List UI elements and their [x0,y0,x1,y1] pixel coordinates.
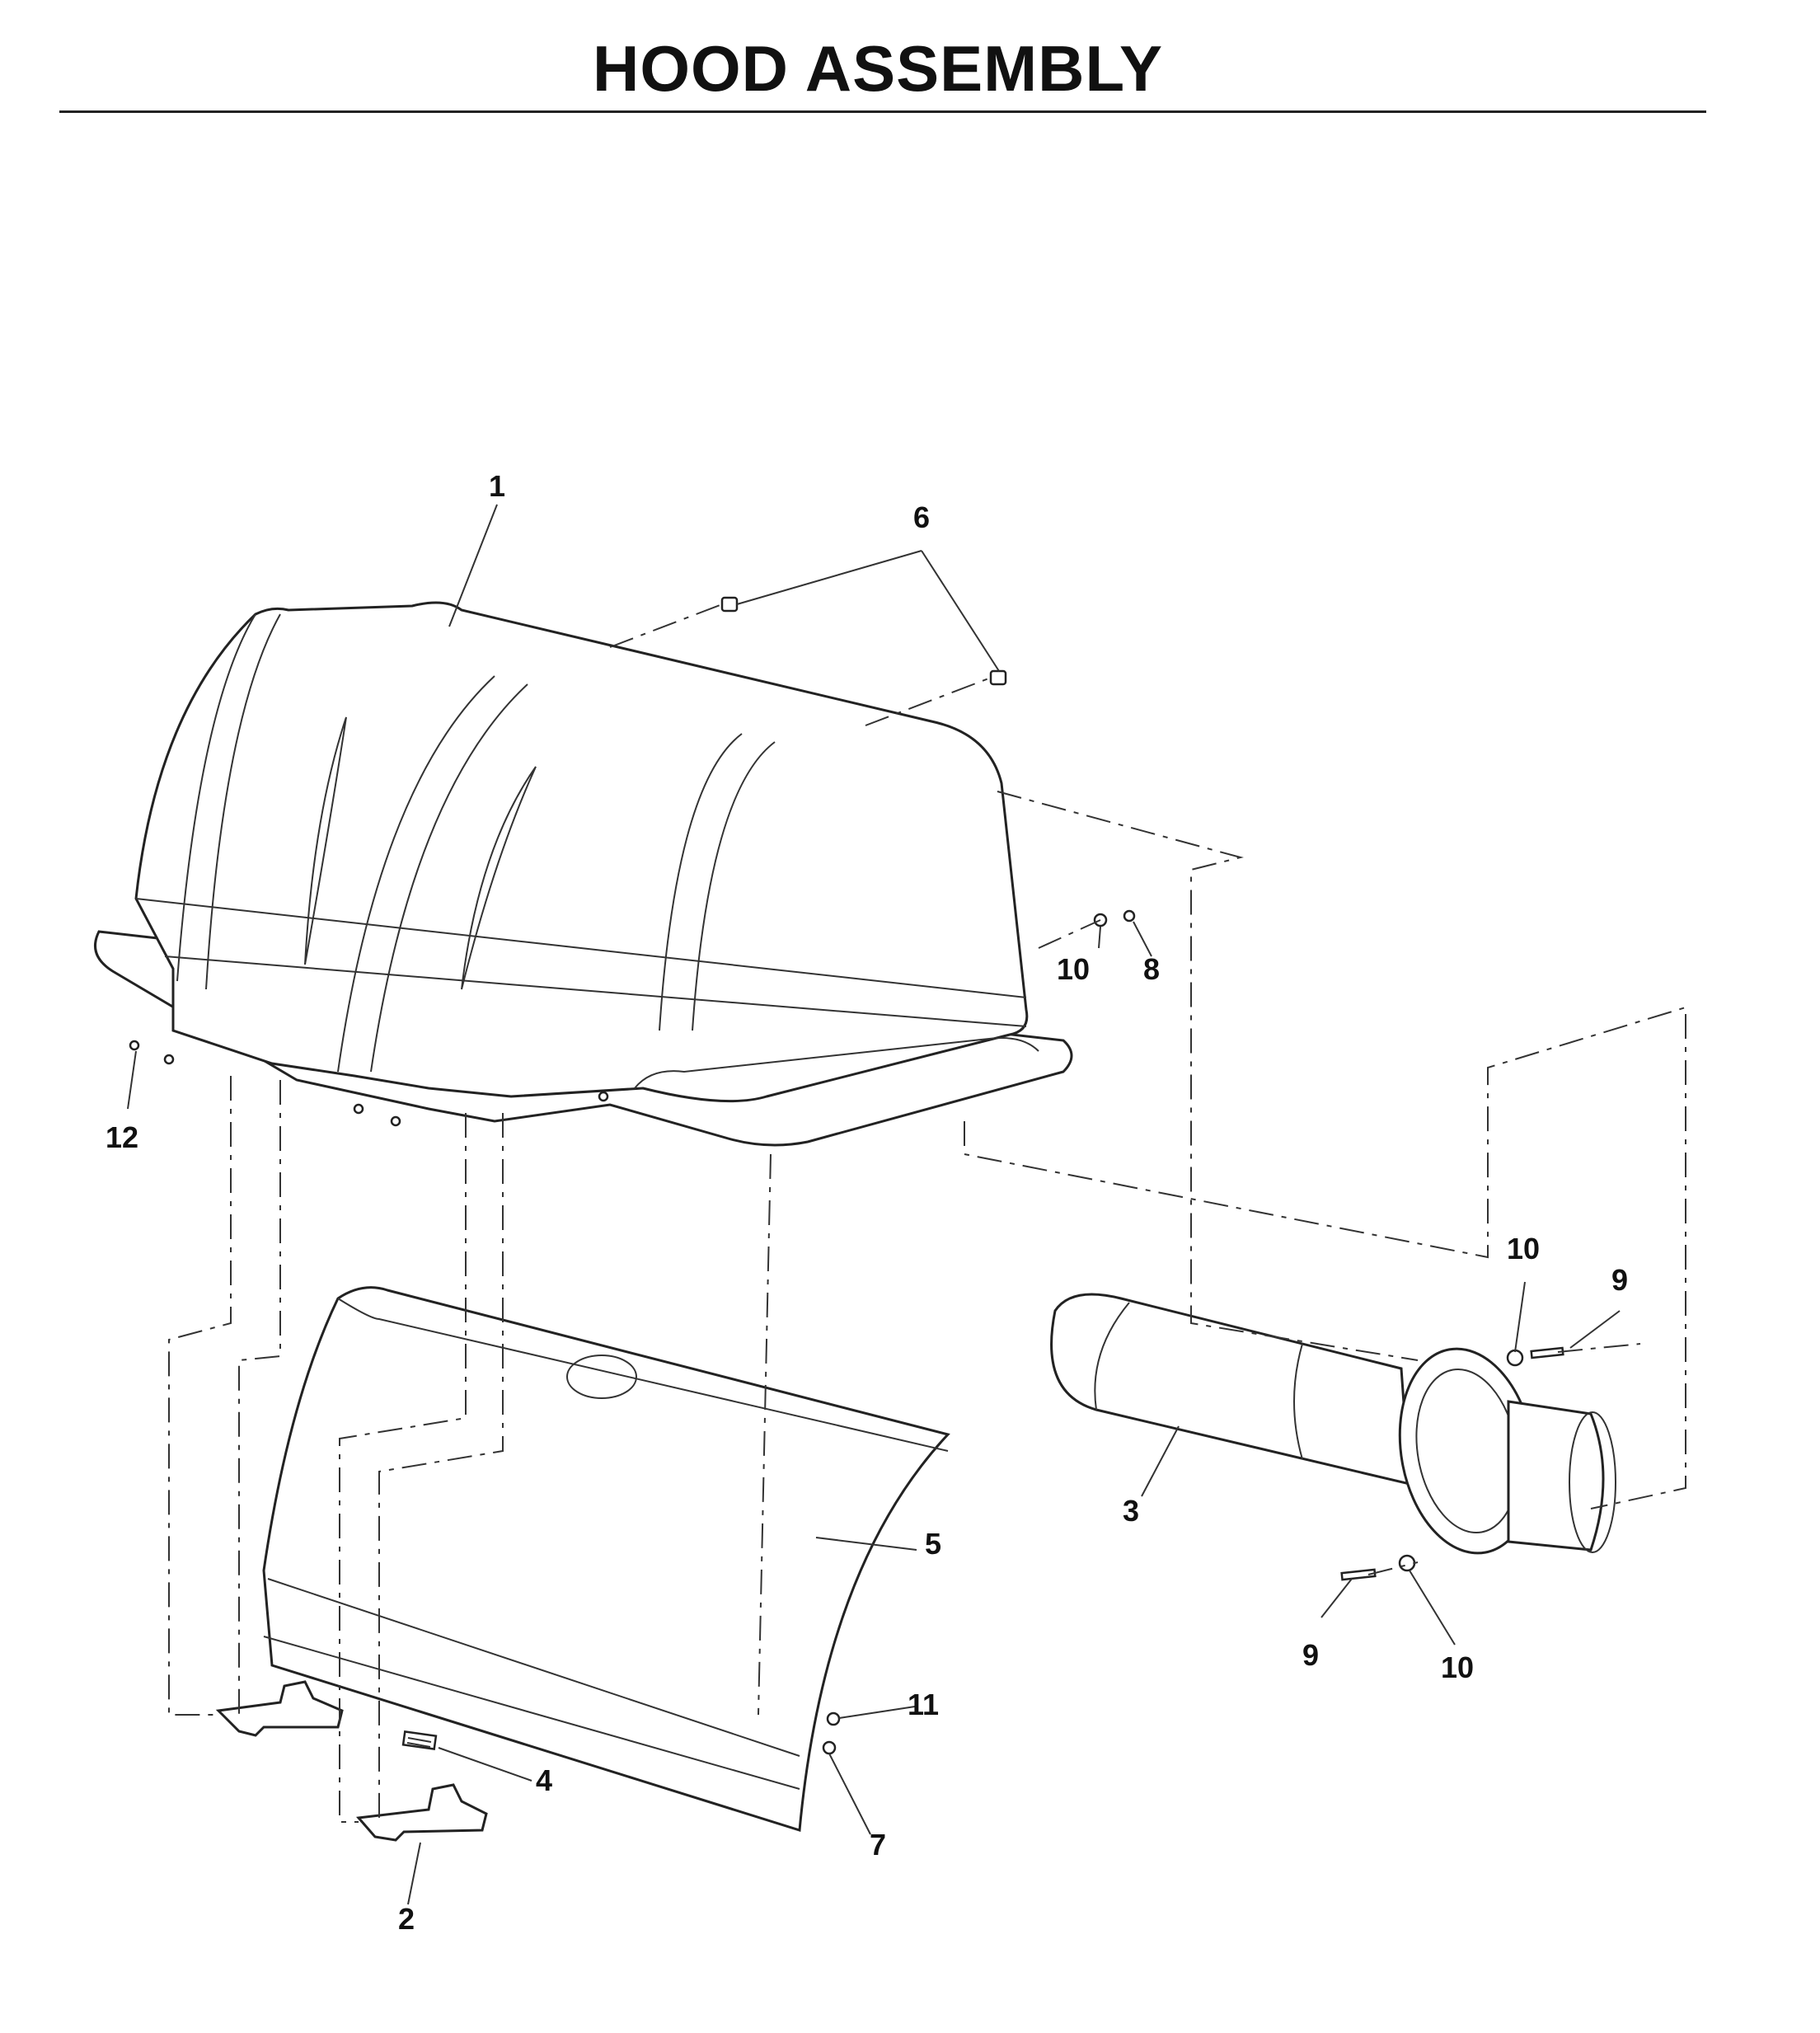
hardware-screws-12 [129,1040,609,1127]
callout-2: 2 [398,1902,415,1936]
bracket-lower [356,1783,488,1842]
leader-lines [127,504,1621,1905]
callout-1: 1 [489,469,505,503]
discharge-chute [1050,1293,1616,1555]
callout-10-hood: 10 [1057,952,1090,986]
callout-12: 12 [106,1120,138,1154]
callout-5: 5 [925,1527,941,1561]
title-rule [59,110,1706,113]
callout-labels: 1 6 10 8 12 10 9 3 5 9 10 11 4 7 2 [106,469,1628,1936]
hardware-7-11 [822,1711,841,1755]
hardware-nuts-part6 [720,596,1007,686]
callout-7: 7 [870,1828,886,1862]
bracket-upper [215,1680,344,1737]
callout-10-chute-top: 10 [1507,1232,1540,1265]
decal [401,1730,438,1750]
callout-6: 6 [913,500,930,534]
hardware-washer-nut-8-10 [1093,909,1136,927]
page-title: HOOD ASSEMBLY [593,32,1163,105]
callout-3: 3 [1123,1494,1139,1528]
callout-8: 8 [1143,952,1160,986]
callout-9-bottom: 9 [1302,1638,1319,1672]
callout-11: 11 [908,1688,939,1721]
callout-9-top: 9 [1611,1263,1628,1297]
callout-4: 4 [536,1763,552,1797]
assembly-lines [168,603,1686,1823]
callout-10-chute-bottom: 10 [1441,1650,1474,1684]
hood [94,601,1073,1147]
front-panel [262,1286,950,1832]
